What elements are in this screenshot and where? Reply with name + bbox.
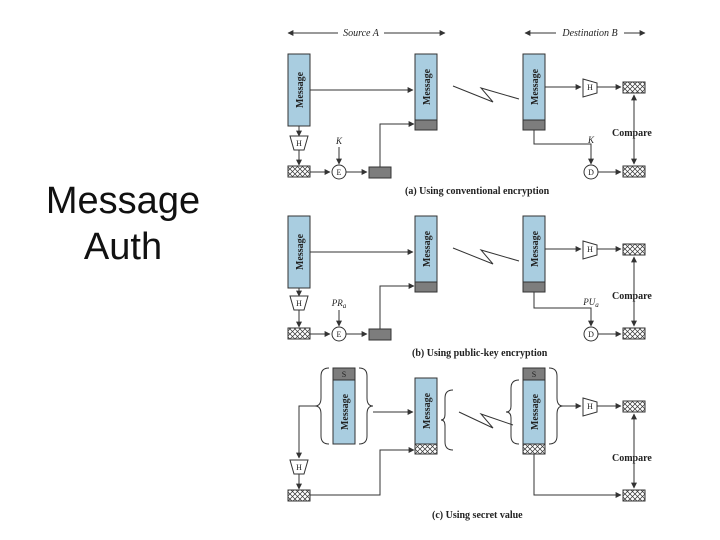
hash-code-dest <box>622 400 646 413</box>
public-key-subscript: a <box>595 301 599 309</box>
decrypted-hash-dest <box>622 327 646 340</box>
compare-label: Compare <box>612 128 652 139</box>
decrypted-hash-dest <box>622 165 646 178</box>
message-authentication-diagram: Source A Destination B Message H K E Mes… <box>287 26 652 521</box>
destination-label: Destination B <box>561 28 617 39</box>
caption-c: (c) Using secret value <box>432 510 523 521</box>
hash-function-dest <box>582 397 598 417</box>
message-label: Message <box>422 392 433 429</box>
left-brace <box>314 367 330 445</box>
public-key-label: PUa <box>582 297 599 309</box>
transmission-link <box>452 85 520 103</box>
encrypt-label: E <box>337 330 342 339</box>
message-label: Message <box>530 68 541 105</box>
encrypted-hash-source <box>368 328 392 341</box>
panel-c: S Message H Message S Message H Co <box>287 367 652 521</box>
panel-a: Message H K E Message Message H K D <box>287 53 652 197</box>
source-label: Source A <box>343 28 380 39</box>
hash-code-transmit <box>414 443 438 455</box>
hash-code-received <box>522 443 546 455</box>
message-label: Message <box>530 393 541 430</box>
private-key-text: PR <box>331 298 343 308</box>
caption-b: (b) Using public-key encryption <box>412 348 548 359</box>
private-key-subscript: a <box>343 302 347 310</box>
dest-brace-right <box>548 367 564 445</box>
message-label: Message <box>295 71 306 108</box>
message-label: Message <box>422 230 433 267</box>
hash-function-dest <box>582 78 598 98</box>
secret-label: S <box>532 370 536 379</box>
encrypt-label: E <box>337 168 342 177</box>
received-hash-dest <box>622 489 646 502</box>
hash-label: H <box>296 463 302 472</box>
compare-label: Compare <box>612 291 652 302</box>
slide-title-line-1: Message <box>45 180 201 222</box>
dest-brace-left <box>505 379 520 445</box>
message-label: Message <box>422 68 433 105</box>
message-label: Message <box>530 230 541 267</box>
message-block-source <box>332 379 356 445</box>
hash-code-dest <box>622 81 646 94</box>
hash-function-dest <box>582 240 598 260</box>
caption-a: (a) Using conventional encryption <box>405 186 550 197</box>
public-key-text: PU <box>582 297 595 307</box>
slide-title: Message Auth <box>28 178 218 270</box>
slide-title-line-2: Auth <box>83 226 163 268</box>
panel-b: Message H PRa E Message Message H PUa D <box>287 215 652 359</box>
hash-code-source <box>287 489 311 502</box>
transmission-link <box>458 411 514 429</box>
hash-code-source <box>287 327 311 340</box>
right-brace <box>358 367 374 445</box>
hash-function-source <box>289 459 309 475</box>
hash-label: H <box>296 139 302 148</box>
encrypted-hash-transmit <box>414 119 438 131</box>
compare-label: Compare <box>612 453 652 464</box>
message-label: Message <box>340 393 351 430</box>
secret-label: S <box>342 370 346 379</box>
hash-function-source <box>289 295 309 311</box>
encrypted-hash-transmit <box>414 281 438 293</box>
encrypted-hash-source <box>368 166 392 179</box>
header-destination: Destination B <box>524 26 646 39</box>
hash-label: H <box>587 402 593 411</box>
decrypt-label: D <box>588 330 594 339</box>
key-label: K <box>335 136 343 146</box>
message-label: Message <box>295 233 306 270</box>
hash-label: H <box>296 299 302 308</box>
header-source: Source A <box>287 26 446 39</box>
hash-label: H <box>587 83 593 92</box>
encrypted-hash-dest <box>522 119 546 131</box>
private-key-label: PRa <box>331 298 347 310</box>
hash-function-source <box>289 135 309 151</box>
hash-label: H <box>587 245 593 254</box>
key-label: K <box>587 135 595 145</box>
encrypted-hash-dest <box>522 281 546 293</box>
hash-code-source <box>287 165 311 178</box>
decrypt-label: D <box>588 168 594 177</box>
transmit-brace-left <box>440 389 454 451</box>
transmission-link <box>452 247 520 265</box>
hash-code-dest <box>622 243 646 256</box>
